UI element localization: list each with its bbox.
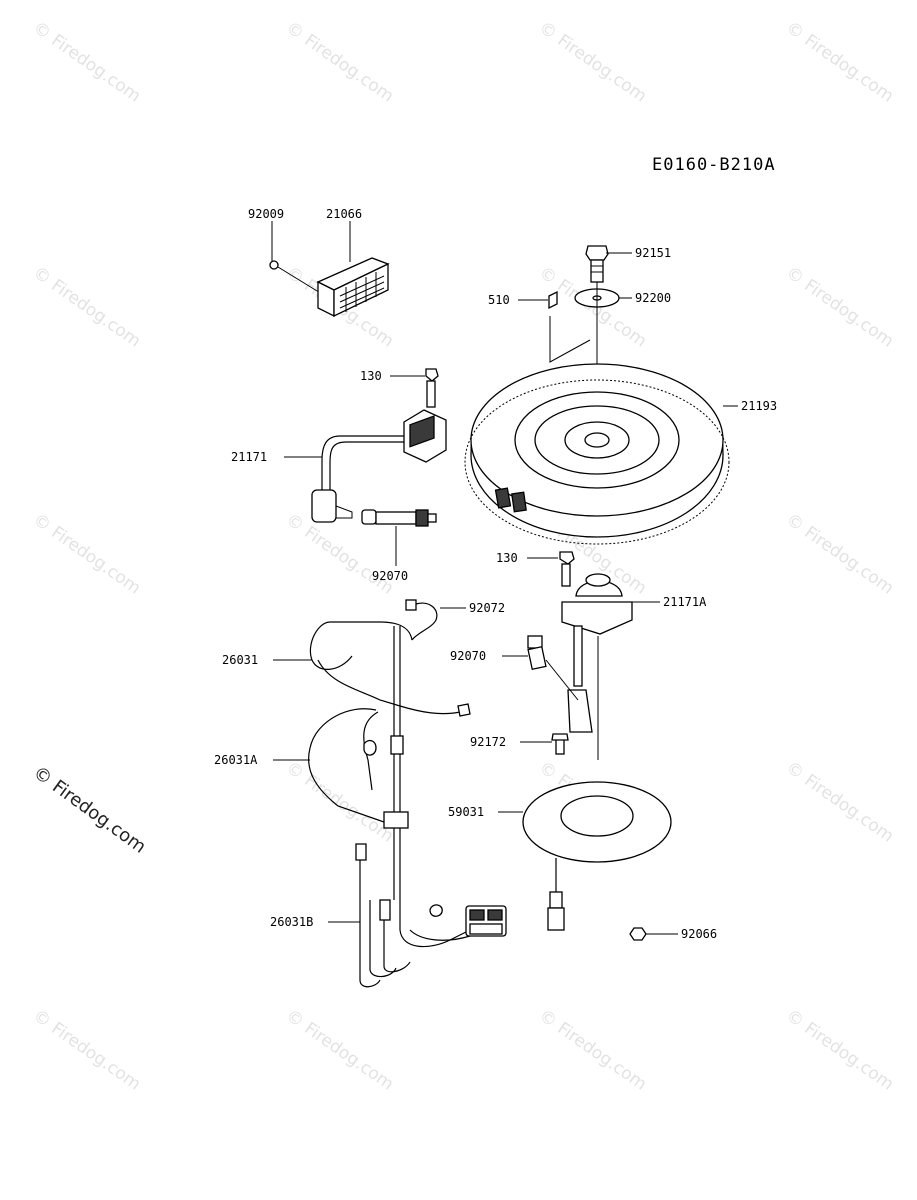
watermark: © Firedog.com — [782, 18, 897, 107]
watermark: © Firedog.com — [282, 18, 397, 107]
watermark: © Firedog.com — [29, 263, 144, 352]
label-21193: 21193 — [741, 399, 777, 413]
label-92066: 92066 — [681, 927, 717, 941]
wire-harness — [273, 599, 507, 988]
watermark: © Firedog.com — [29, 1006, 144, 1095]
watermark: © Firedog.com — [782, 758, 897, 847]
flywheel — [464, 363, 738, 545]
label-92070-lower: 92070 — [450, 649, 486, 663]
ignition-coil-lower — [502, 551, 660, 760]
watermark: © Firedog.com — [535, 1006, 650, 1095]
stator — [498, 733, 678, 941]
watermark: © Firedog.com — [782, 1006, 897, 1095]
flywheel-hardware — [518, 245, 632, 430]
watermark: © Firedog.com — [782, 263, 897, 352]
label-510: 510 — [488, 293, 510, 307]
ignition-coil-upper — [284, 368, 447, 566]
watermark: © Firedog.com — [782, 510, 897, 599]
label-92009: 92009 — [248, 207, 284, 221]
label-26031B: 26031B — [270, 915, 313, 929]
label-26031A: 26031A — [214, 753, 258, 767]
label-130-upper: 130 — [360, 369, 382, 383]
label-92151: 92151 — [635, 246, 671, 260]
label-92200: 92200 — [635, 291, 671, 305]
watermark: © Firedog.com — [282, 758, 397, 847]
label-21171: 21171 — [231, 450, 267, 464]
watermark-main: © Firedog.com — [29, 762, 150, 858]
part-labels: 92009 21066 92151 510 92200 130 21193 21… — [214, 207, 777, 941]
label-92070-upper: 92070 — [372, 569, 408, 583]
label-130-lower: 130 — [496, 551, 518, 565]
label-92072: 92072 — [469, 601, 505, 615]
watermark: © Firedog.com — [282, 1006, 397, 1095]
label-21066: 21066 — [326, 207, 362, 221]
label-59031: 59031 — [448, 805, 484, 819]
watermark: © Firedog.com — [29, 18, 144, 107]
label-21171A: 21171A — [663, 595, 707, 609]
watermark: © Firedog.com — [535, 18, 650, 107]
watermark: © Firedog.com — [29, 510, 144, 599]
regulator-assembly — [269, 221, 390, 318]
label-92172: 92172 — [470, 735, 506, 749]
diagram-code: E0160-B210A — [652, 155, 776, 175]
label-26031: 26031 — [222, 653, 258, 667]
